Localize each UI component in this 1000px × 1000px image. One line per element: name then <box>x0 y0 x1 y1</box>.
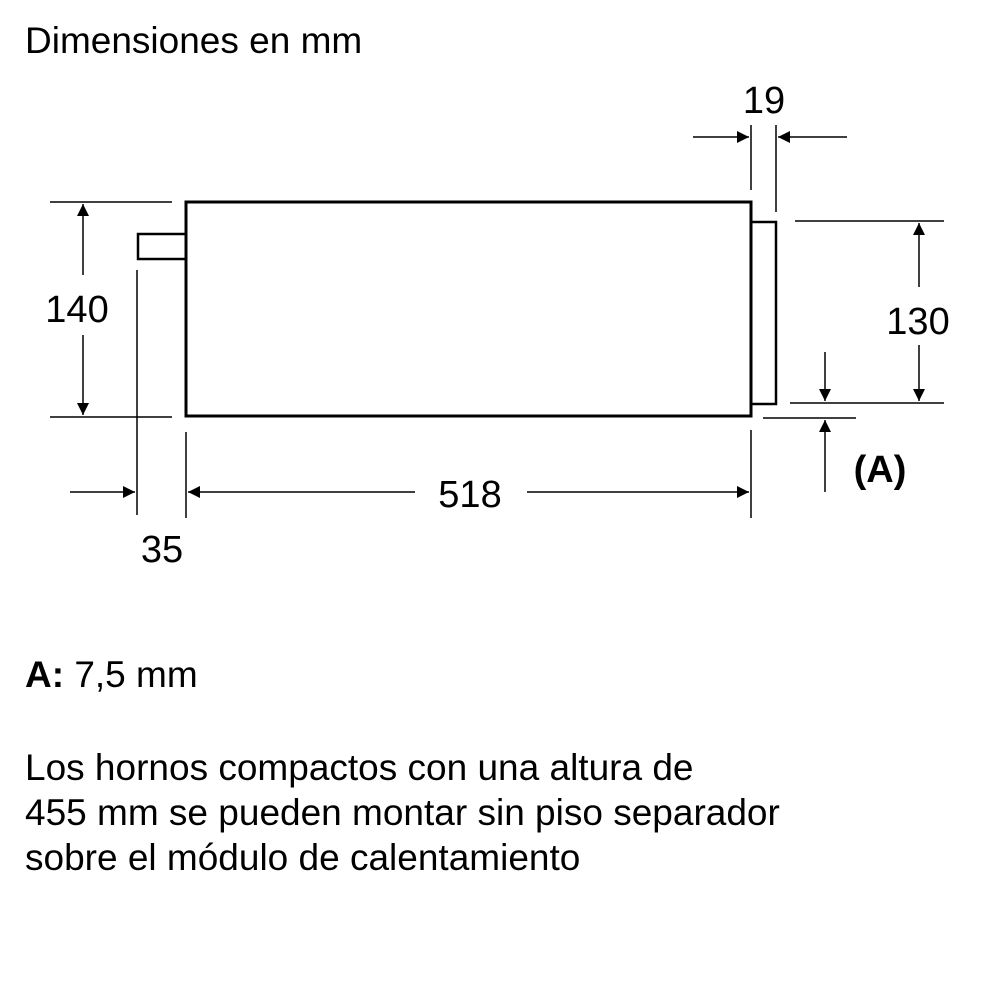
gap-note-label: A: <box>25 654 65 695</box>
svg-text:35: 35 <box>141 529 183 571</box>
dimension-gap-a: (A) <box>763 352 906 492</box>
installation-note-line: 455 mm se pueden montar sin piso separad… <box>25 792 780 833</box>
front-panel <box>749 220 778 406</box>
svg-text:518: 518 <box>438 474 501 516</box>
dimension-140: 140 <box>45 201 172 418</box>
svg-text:19: 19 <box>743 80 785 122</box>
svg-text:130: 130 <box>886 301 949 343</box>
page-title: Dimensiones en mm <box>25 20 363 61</box>
rear-connector <box>136 232 188 261</box>
dimension-518: 518 <box>188 430 752 518</box>
dimension-35: 35 <box>70 270 187 571</box>
appliance-body <box>184 200 753 418</box>
dimension-drawing: 140 35 518 19 130 (A) <box>45 80 950 571</box>
installation-note: Los hornos compactos con una altura de 4… <box>25 745 985 880</box>
dimension-130: 130 <box>790 220 950 404</box>
svg-text:140: 140 <box>45 289 108 331</box>
svg-text:(A): (A) <box>854 449 907 491</box>
installation-note-line: sobre el módulo de calentamiento <box>25 837 581 878</box>
gap-note-value: 7,5 mm <box>74 654 198 695</box>
installation-note-line: Los hornos compactos con una altura de <box>25 747 694 788</box>
dimension-19: 19 <box>693 80 847 212</box>
gap-note: A: 7,5 mm <box>25 656 198 693</box>
